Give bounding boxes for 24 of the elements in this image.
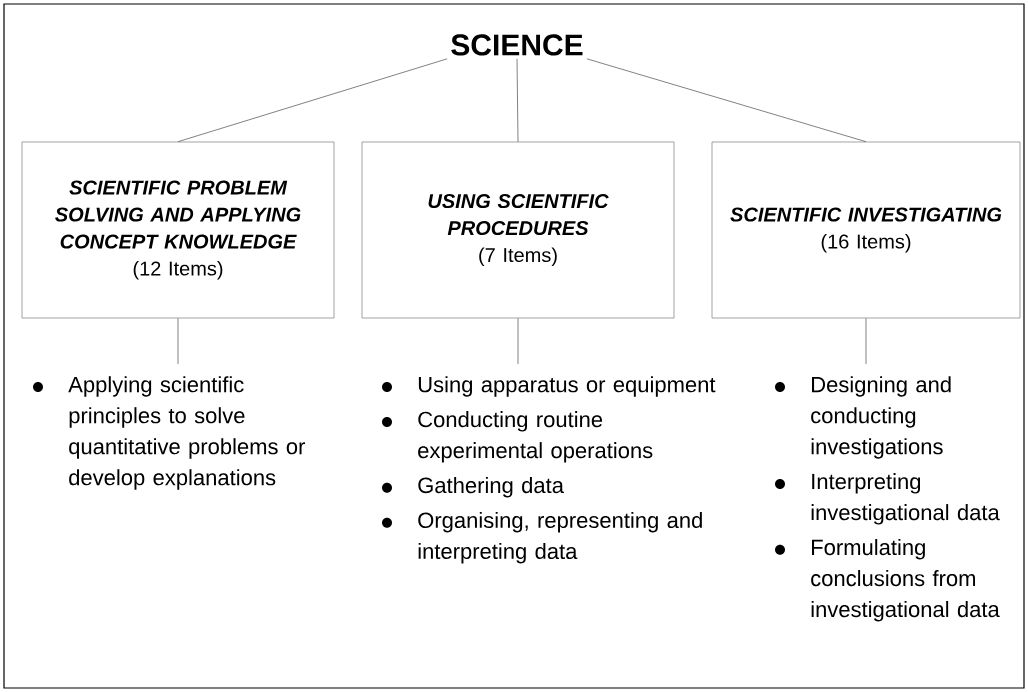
bullet-text: Using apparatus or equipment [418, 376, 716, 397]
connector-line [177, 317, 179, 365]
bullet-text: Designing and conducting investigations [811, 376, 951, 459]
bullet-text: Conducting routine experimental operations [418, 411, 653, 463]
bullet-text: Gathering data [418, 477, 564, 498]
box-heading: USING SCIENTIFIC PROCEDURES [428, 193, 609, 236]
item-count: (12 Items) [133, 260, 223, 280]
bullet-text: Interpreting investigational data [811, 473, 1000, 525]
category-box [711, 141, 1021, 319]
connector-line [865, 317, 867, 365]
connector-line [177, 58, 448, 143]
title: SCIENCE [451, 34, 583, 56]
connector-line [517, 317, 519, 365]
bullet-text: Formulating conclusions from investigational data [811, 539, 1000, 622]
bullet-text: Applying scientific principles to solve quantitative problems or develop explanations [68, 376, 305, 490]
bullet-text: Organising, representing and interpreting data [418, 511, 702, 564]
item-count: (16 Items) [821, 233, 911, 253]
box-heading: SCIENTIFIC PROBLEM SOLVING AND APPLYING CONCEPT KNOWLEDGE [55, 180, 301, 249]
item-count: (7 Items) [479, 247, 557, 267]
category-box [361, 141, 675, 319]
connector-line [516, 58, 519, 143]
box-heading: SCIENTIFIC INVESTIGATING [730, 207, 1002, 222]
connector-line [586, 58, 867, 143]
category-box [21, 141, 335, 319]
